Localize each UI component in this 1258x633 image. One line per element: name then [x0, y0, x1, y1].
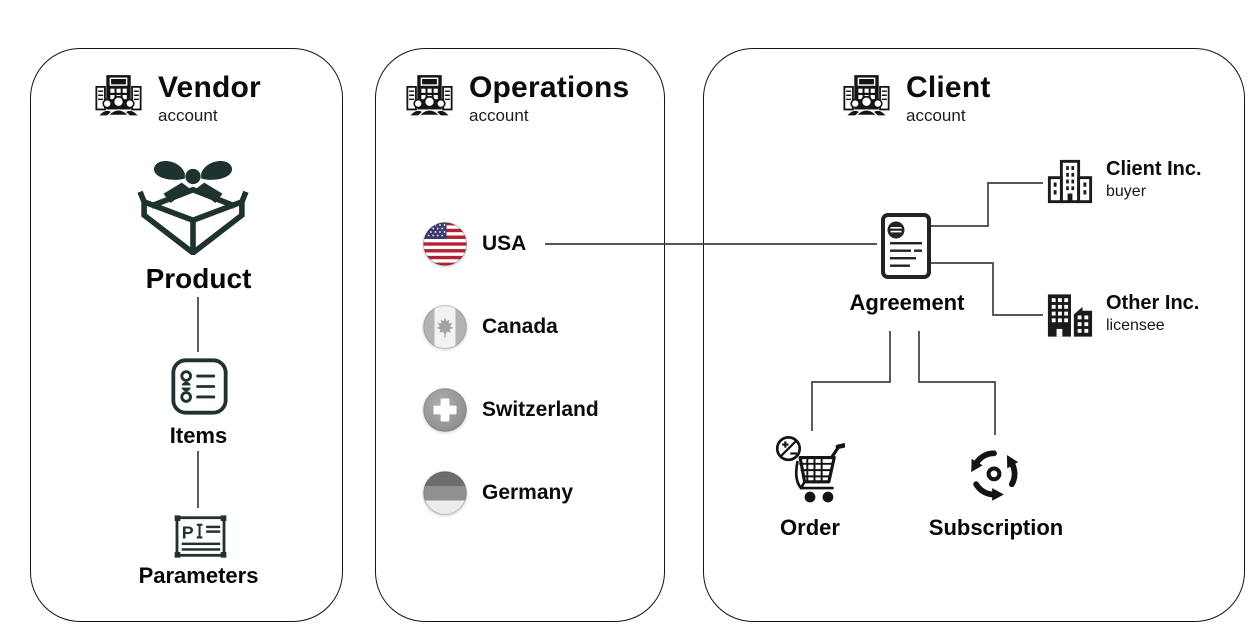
germany-flag-icon	[423, 471, 467, 515]
agreement-label: Agreement	[849, 290, 965, 315]
country-label: Germany	[482, 481, 574, 504]
panel-title: Client	[906, 71, 991, 104]
client-panel: Client account Agreement	[703, 48, 1245, 622]
company-role: buyer	[1106, 183, 1147, 200]
client-inc-node: Client Inc. buyer	[1046, 159, 1202, 204]
product-label: Product	[145, 263, 252, 294]
company-name: Client Inc.	[1106, 158, 1202, 180]
switzerland-flag-icon	[423, 388, 467, 432]
items-label: Items	[169, 423, 228, 448]
subscription-label: Subscription	[928, 515, 1064, 540]
panel-title: Operations	[469, 71, 630, 104]
other-inc-node: Other Inc. licensee	[1046, 293, 1199, 338]
gift-box-icon	[137, 160, 249, 255]
subscription-cycle-icon	[971, 450, 1029, 508]
panel-subtitle: account	[469, 106, 529, 125]
canada-flag-icon	[423, 305, 467, 349]
account-icon	[95, 74, 142, 117]
parameters-label: Parameters	[138, 563, 259, 588]
operations-panel: Operations account	[375, 48, 665, 622]
country-label: USA	[482, 232, 527, 255]
panel-subtitle: account	[158, 106, 218, 125]
account-icon	[843, 74, 890, 117]
form-parameters-icon: P	[174, 515, 227, 558]
client-header: Client account	[843, 73, 991, 124]
country-row-usa: USA	[423, 222, 526, 266]
company-name: Other Inc.	[1106, 292, 1200, 314]
country-label: Canada	[482, 315, 558, 338]
office-buildings-solid-icon	[1047, 294, 1093, 337]
shopping-cart-icon	[775, 436, 845, 503]
svg-text:P: P	[182, 522, 194, 542]
vendor-panel: Vendor account Product	[30, 48, 343, 622]
panel-title: Vendor	[158, 71, 261, 104]
country-row-canada: Canada	[423, 305, 558, 349]
vendor-header: Vendor account	[95, 73, 261, 124]
country-label: Switzerland	[482, 398, 599, 421]
panel-subtitle: account	[906, 106, 966, 125]
company-role: licensee	[1106, 317, 1165, 334]
account-icon	[406, 74, 453, 117]
usa-flag-icon	[423, 222, 467, 266]
agreement-document-icon	[881, 213, 931, 279]
order-label: Order	[780, 515, 840, 540]
country-row-switzerland: Switzerland	[423, 388, 599, 432]
country-row-germany: Germany	[423, 471, 573, 515]
office-building-outline-icon	[1047, 159, 1093, 204]
operations-header: Operations account	[406, 73, 629, 124]
checklist-icon	[171, 358, 228, 415]
